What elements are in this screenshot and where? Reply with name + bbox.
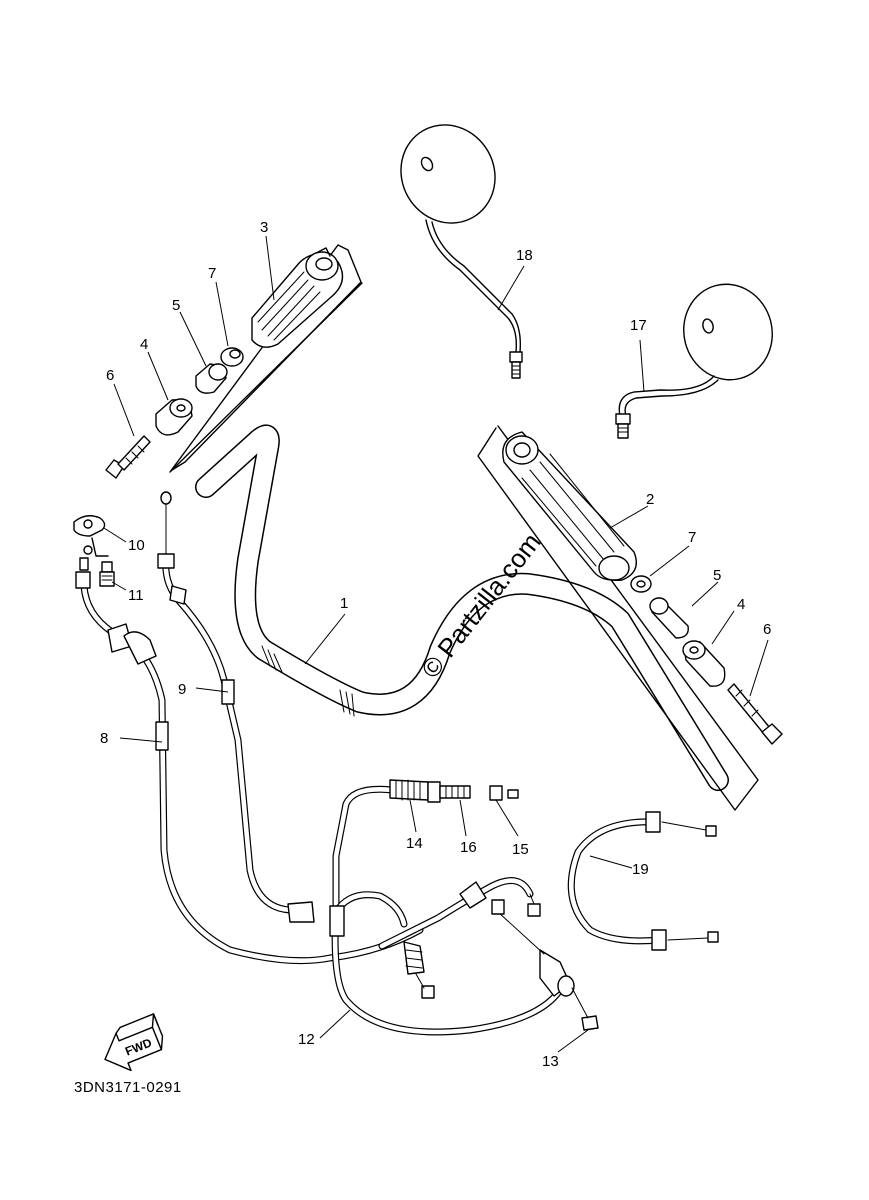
callout-19: 19: [632, 861, 649, 878]
callout-5-right: 5: [713, 567, 721, 584]
left-grip-outline-panel: [169, 244, 362, 473]
callout-8: 8: [100, 730, 108, 747]
left-mirror-part-18: [400, 124, 523, 379]
callout-17: 17: [630, 317, 647, 334]
bolt-part-11: [99, 561, 115, 587]
callout-labels: 1 2 3 4 4 5 5 6 6 7 7 8 9 10 11 12 13 14…: [100, 219, 771, 1070]
callout-15: 15: [512, 841, 529, 858]
left-grip-assembly: [105, 244, 363, 479]
callout-14: 14: [406, 835, 423, 852]
callout-2: 2: [646, 491, 654, 508]
right-grip-part-2: [502, 431, 637, 582]
callout-13: 13: [542, 1053, 559, 1070]
cable-holder-part-10: [73, 515, 109, 557]
right-collar-part-7: [630, 575, 652, 593]
right-weight-part-4: [682, 640, 726, 687]
callout-3: 3: [260, 219, 268, 236]
fwd-arrow-icon: FWD: [104, 1013, 164, 1072]
left-screw-part-6: [105, 435, 151, 479]
callout-7-left: 7: [208, 265, 216, 282]
right-mirror-part-17: [615, 283, 773, 439]
left-grip-part-3: [251, 247, 344, 348]
cable-part-19: [567, 811, 719, 951]
callout-5-left: 5: [172, 297, 180, 314]
callout-12: 12: [298, 1031, 315, 1048]
adjuster-assembly-14-15-16: [389, 779, 519, 803]
leader-lines: [103, 235, 769, 1053]
right-bushing-part-5: [649, 597, 689, 639]
callout-11: 11: [128, 587, 144, 604]
callout-16: 16: [460, 839, 477, 856]
right-grip-assembly: [477, 425, 783, 811]
callout-9: 9: [178, 681, 186, 698]
watermark-text: © Partzilla.com: [415, 527, 547, 684]
cable-end-8: [83, 545, 93, 555]
drawing-code: 3DN3171-0291: [74, 1079, 182, 1096]
callout-1: 1: [340, 595, 348, 612]
right-screw-part-6: [727, 683, 783, 745]
throttle-cable-part-12: [329, 785, 599, 1036]
cable-part-9: [157, 491, 315, 923]
handlebar-part-1: [195, 424, 729, 791]
callout-18: 18: [516, 247, 533, 264]
left-collar-part-7: [220, 347, 244, 367]
callout-7-right: 7: [688, 529, 696, 546]
callout-10: 10: [128, 537, 145, 554]
callout-6-left: 6: [106, 367, 114, 384]
left-bushing-part-5: [195, 363, 228, 394]
left-weight-part-4: [155, 398, 193, 436]
callout-4-left: 4: [140, 336, 148, 353]
callout-4-right: 4: [737, 596, 745, 613]
callout-6-right: 6: [763, 621, 771, 638]
